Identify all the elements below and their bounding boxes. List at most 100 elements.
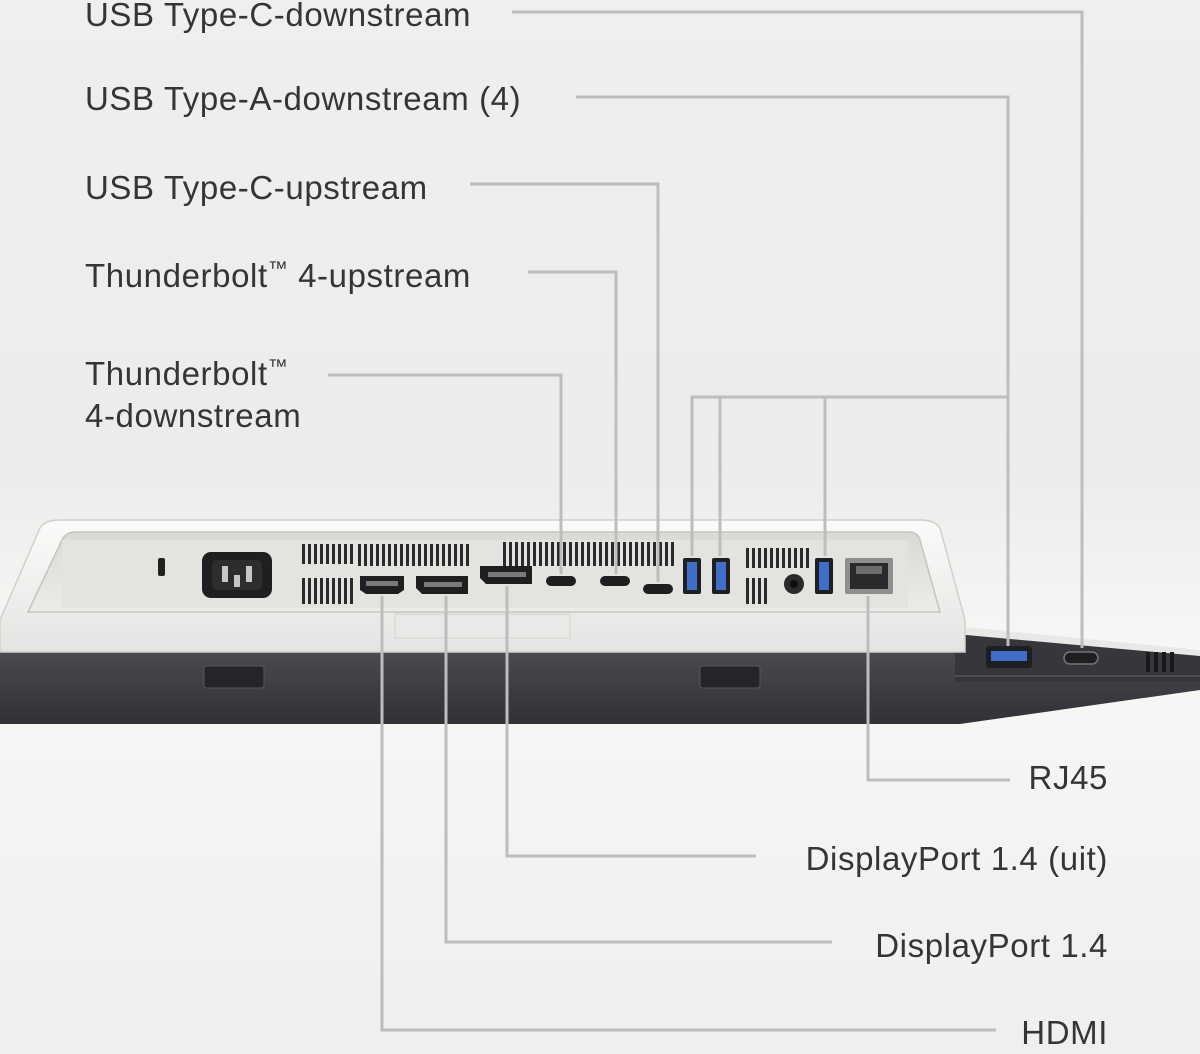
vent-slat [418, 544, 421, 566]
trademark-mark: ™ [268, 356, 289, 378]
label-hdmi: HDMI [1021, 1012, 1108, 1054]
trademark-mark: ™ [268, 258, 289, 280]
vent-slat [344, 544, 347, 564]
vent-slat [569, 542, 572, 566]
usb-c-upstream-port [643, 584, 673, 594]
vent-slat [806, 548, 809, 568]
vent-slat [412, 544, 415, 566]
vent-slat [758, 578, 761, 604]
vent-slat [388, 544, 391, 566]
vent-slat [436, 544, 439, 566]
vent-slat [746, 578, 749, 604]
label-tb4-downstream: Thunderbolt™ 4-downstream [85, 353, 301, 437]
vent-slat [776, 548, 779, 568]
vent-slat [326, 578, 329, 604]
vent-slat [671, 542, 674, 566]
vent-slat [653, 542, 656, 566]
vent-slat [752, 548, 755, 568]
lock-slot-icon [158, 558, 165, 576]
vent-slat [442, 544, 445, 566]
label-dp-out: DisplayPort 1.4 (uit) [806, 838, 1108, 880]
vent-slat [394, 544, 397, 566]
vent-slat [364, 544, 367, 566]
label-usb-a-downstream: USB Type-A-downstream (4) [85, 78, 521, 120]
vent-slat [527, 542, 530, 566]
vent-slat [623, 542, 626, 566]
vent-slat [770, 548, 773, 568]
usb-a-port-3 [815, 558, 833, 594]
vent-slat [629, 542, 632, 566]
vent-slat [406, 544, 409, 566]
vent-slat [587, 542, 590, 566]
vent-slat [599, 542, 602, 566]
vent-slat [350, 578, 353, 604]
vent-slat [454, 544, 457, 566]
vent-slat [575, 542, 578, 566]
vent-slat [605, 542, 608, 566]
label-tb4-upstream: Thunderbolt™ 4-upstream [85, 255, 471, 297]
vent-slat [302, 578, 305, 604]
vent-slat [746, 548, 749, 568]
label-usb-c-downstream: USB Type-C-downstream [85, 0, 471, 36]
vent-slat [382, 544, 385, 566]
rj45-port-icon [845, 558, 893, 594]
vent-slat [788, 548, 791, 568]
vent-slat [400, 544, 403, 566]
vent-slat [533, 542, 536, 566]
vent-slat [647, 542, 650, 566]
vent-slat [448, 544, 451, 566]
vent-slat [338, 578, 341, 604]
vent-slat [424, 544, 427, 566]
vent-slat [635, 542, 638, 566]
displayport-icon [416, 576, 468, 594]
vent-slat [314, 578, 317, 604]
vent-slat [758, 548, 761, 568]
vent-slat [320, 578, 323, 604]
hdmi-port-icon [360, 576, 404, 594]
power-socket-icon [202, 552, 272, 598]
vent-slat [611, 542, 614, 566]
vent-slat [782, 548, 785, 568]
vent-slat [466, 544, 469, 566]
vent-slat [641, 542, 644, 566]
vent-slat [521, 542, 524, 566]
tray-ridge [395, 614, 570, 638]
vent-slat [332, 544, 335, 564]
vent-slat [593, 542, 596, 566]
vent-slat [752, 578, 755, 604]
label-tb4-upstream-name: Thunderbolt [85, 257, 268, 294]
vent-slat [376, 544, 379, 566]
side-usb-c-port [1064, 652, 1098, 664]
vent-slat [539, 542, 542, 566]
vent-slat [308, 578, 311, 604]
vent-slat [545, 542, 548, 566]
vent-slat [800, 548, 803, 568]
tb4-upstream-port [600, 576, 630, 586]
side-usb-a-port [986, 646, 1032, 668]
vent-slat [430, 544, 433, 566]
label-usb-c-upstream: USB Type-C-upstream [85, 167, 428, 209]
audio-jack-icon [784, 574, 804, 594]
label-tb4-upstream-suffix: 4-upstream [288, 257, 471, 294]
vent-slat [332, 578, 335, 604]
vent-grille-mid [503, 542, 674, 566]
vent-slat [370, 544, 373, 566]
vent-slat [764, 548, 767, 568]
vent-slat [581, 542, 584, 566]
vent-slat [338, 544, 341, 564]
vent-slat [358, 544, 361, 566]
label-dp-in: DisplayPort 1.4 [875, 925, 1108, 967]
vent-slat [515, 542, 518, 566]
label-tb4-downstream-suffix: 4-downstream [85, 397, 301, 434]
usb-a-port-2 [712, 558, 730, 594]
vent-slat [308, 544, 311, 564]
vent-slat [344, 578, 347, 604]
usb-a-port-icon [683, 558, 701, 594]
base-foot-left [204, 666, 264, 688]
label-tb4-downstream-name: Thunderbolt [85, 355, 268, 392]
base-foot-right [700, 666, 760, 688]
vent-slat [509, 542, 512, 566]
vent-slat [320, 544, 323, 564]
vent-slat [563, 542, 566, 566]
